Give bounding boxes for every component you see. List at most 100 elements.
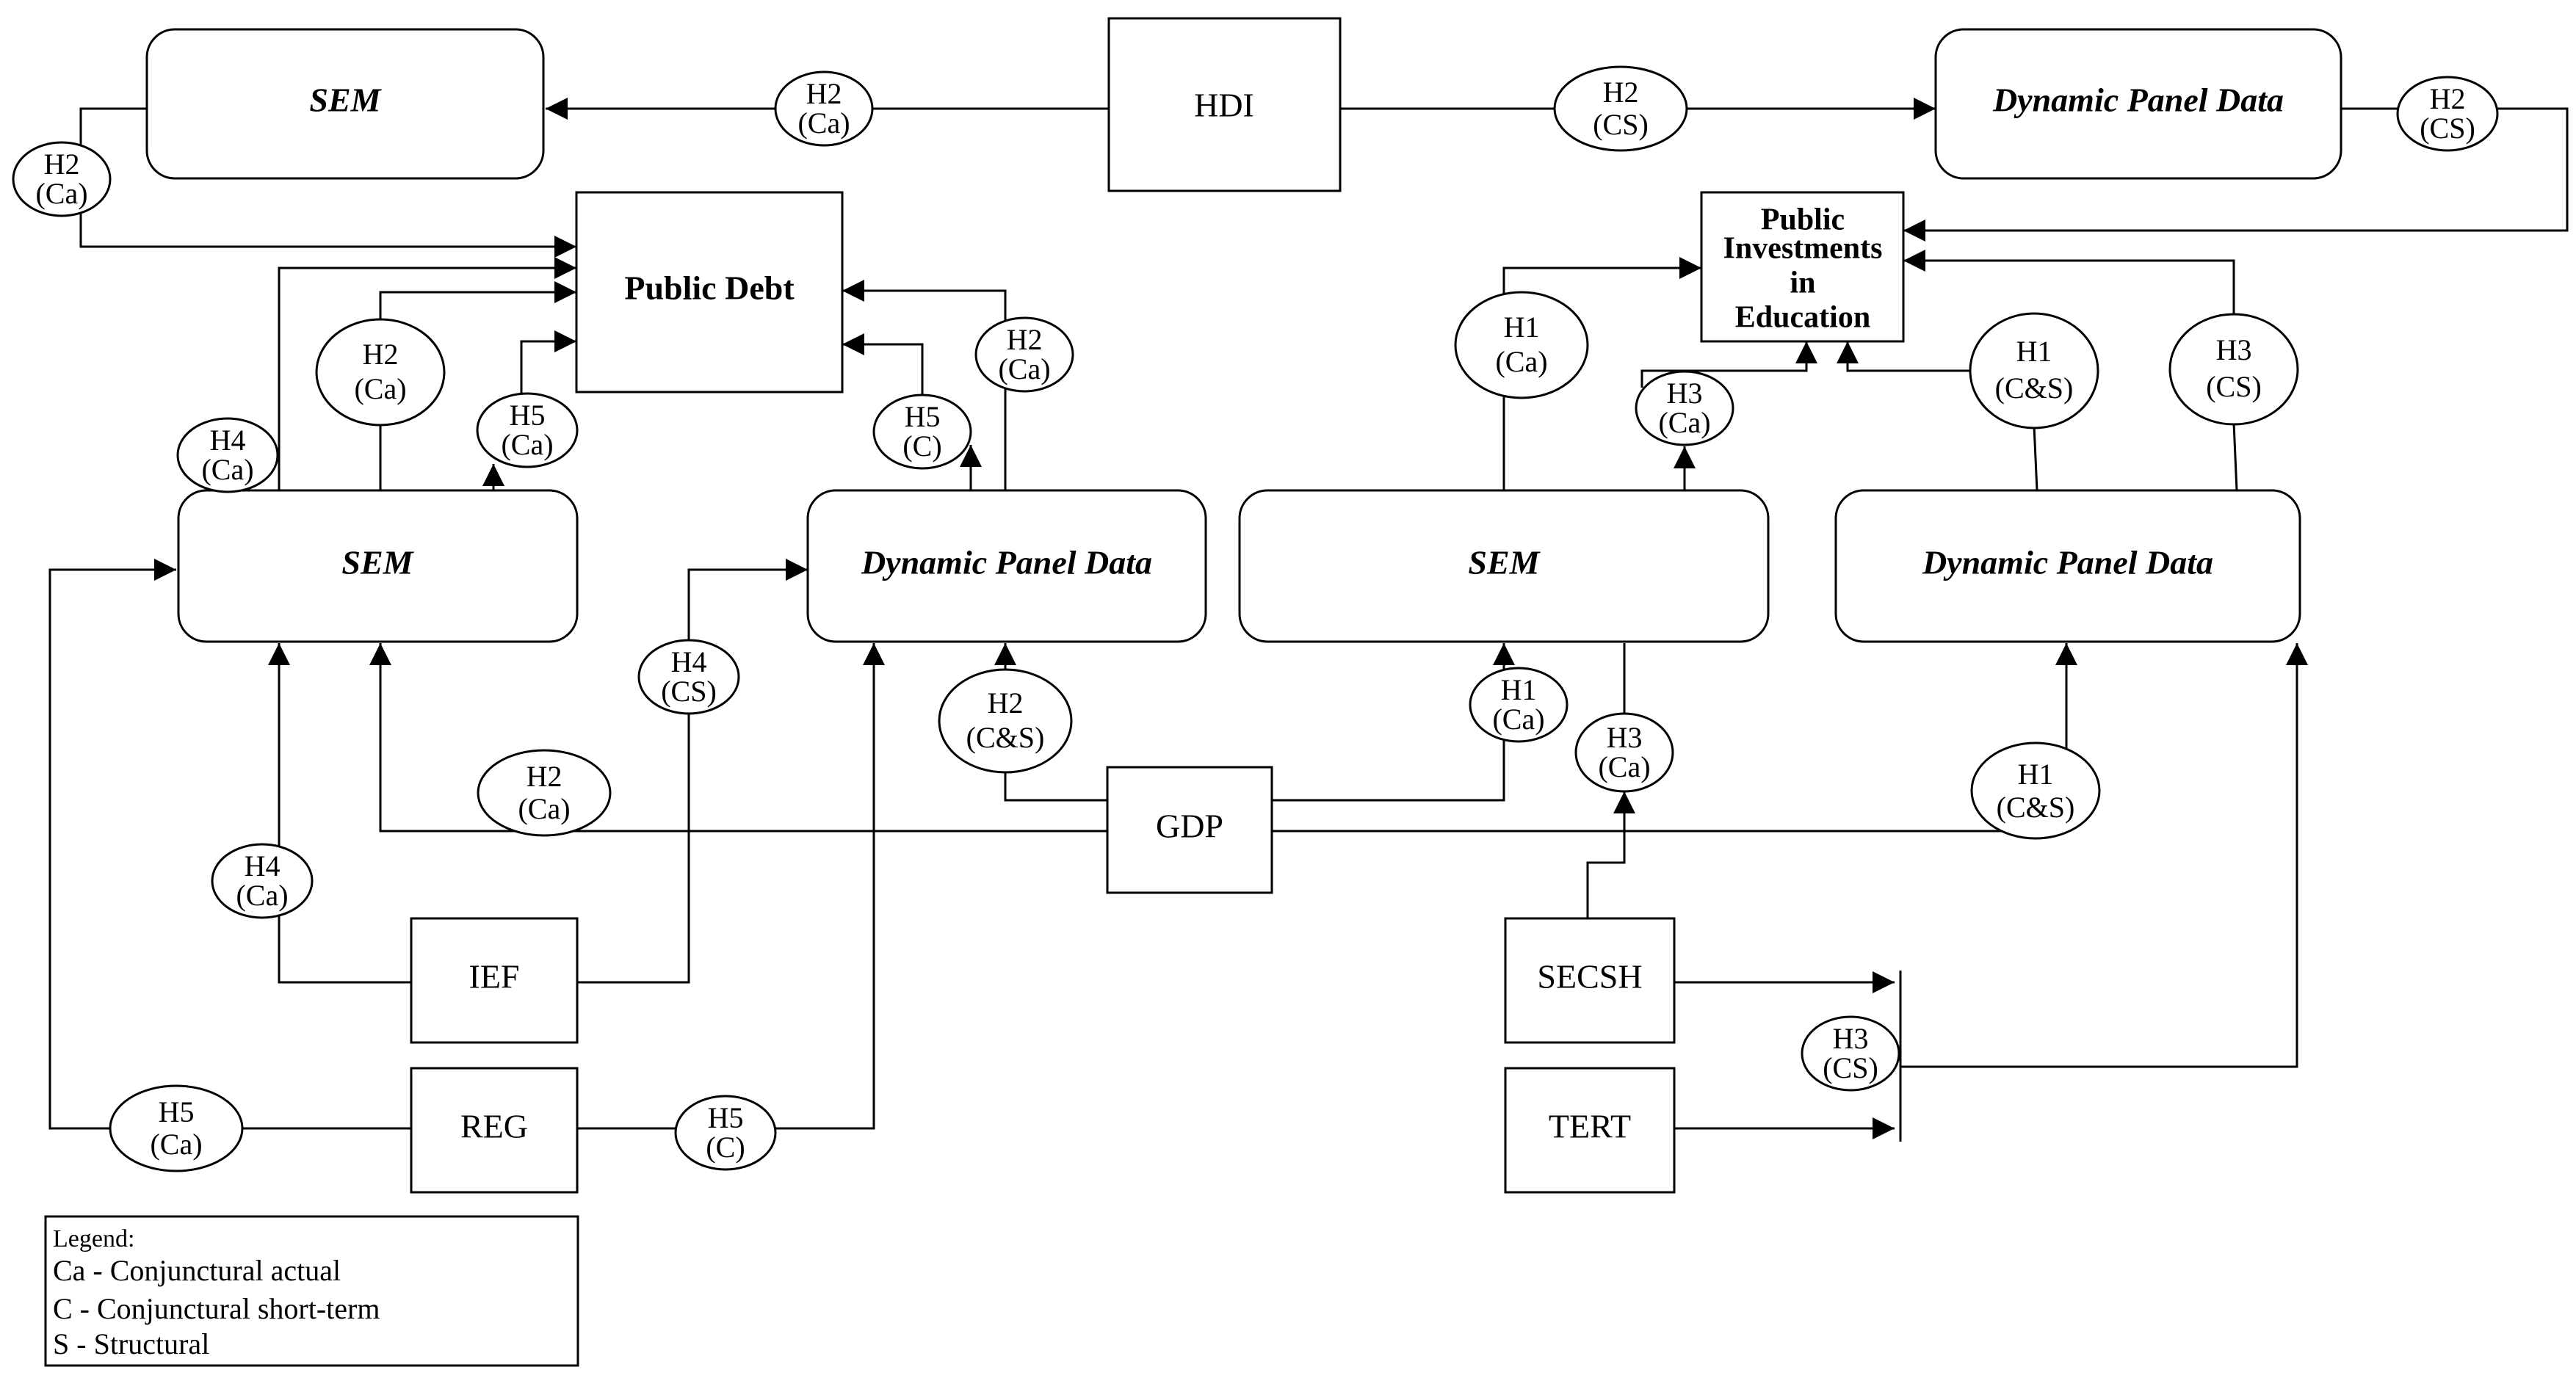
hypothesis-badge: H1 (C&S) [1970, 741, 2101, 840]
hypothesis-badge: H5 (Ca) [476, 392, 579, 468]
node-pie-line-4: Education [1735, 301, 1870, 335]
legend-item: Ca - Conjunctural actual [53, 1254, 341, 1287]
hypothesis-code: H1 [1504, 311, 1540, 344]
hypothesis-badge: H3 (Ca) [1635, 370, 1734, 446]
node-gdp: GDP [1106, 766, 1273, 894]
node-ief: IEF [410, 917, 579, 1044]
node-dpd-top-label: Dynamic Panel Data [1992, 81, 2284, 119]
hypothesis-type: (Ca) [1495, 345, 1547, 378]
hypothesis-badge: H4 (Ca) [211, 843, 314, 919]
hypothesis-type: (Ca) [518, 792, 570, 825]
hypothesis-badge: H1 (C&S) [1969, 312, 2099, 429]
legend-item: C - Conjunctural short-term [53, 1292, 380, 1325]
hypothesis-badge: H4 (Ca) [176, 417, 279, 493]
hypothesis-code: H3 [2216, 333, 2252, 366]
node-sem-right-label: SEM [1468, 544, 1541, 581]
hypothesis-code: H3 [1833, 1022, 1869, 1055]
hypothesis-badge: H2 (Ca) [974, 316, 1074, 393]
hypothesis-code: H2 [44, 148, 80, 181]
node-secsh-label: SECSH [1537, 958, 1642, 996]
hypothesis-type: (CS) [2420, 112, 2475, 145]
hypothesis-type: (CS) [1823, 1051, 1878, 1084]
hypothesis-type: (Ca) [1658, 406, 1710, 439]
hypothesis-type: (CS) [2206, 370, 2262, 403]
hypothesis-type: (C&S) [1997, 791, 2075, 824]
hypothesis-code: H1 [2016, 335, 2052, 368]
hypothesis-type: (CS) [661, 675, 717, 708]
hypothesis-code: H4 [245, 849, 281, 882]
node-pie-line-1: Public [1761, 203, 1845, 237]
node-hdi: HDI [1107, 17, 1342, 192]
hypothesis-badge: H5 (C) [674, 1095, 777, 1171]
node-dpd-top: Dynamic Panel Data [1934, 28, 2342, 180]
node-pie-line-3: in [1790, 266, 1815, 300]
node-sem-right: SEM [1238, 489, 1770, 643]
hypothesis-code: H2 [527, 760, 562, 793]
hypothesis-code: H2 [1603, 76, 1639, 109]
hypothesis-code: H2 [363, 338, 399, 371]
legend-title: Legend: [53, 1225, 134, 1252]
hypothesis-code: H4 [210, 424, 246, 457]
hypothesis-badge: H4 (CS) [637, 639, 740, 715]
hypothesis-badge: H5 (Ca) [109, 1084, 244, 1172]
node-gdp-label: GDP [1156, 808, 1223, 845]
hypothesis-type: (Ca) [201, 453, 253, 486]
hypothesis-badges: H2 (Ca) H2 (Ca) H2 (CS) H2 (CS) H2 (Ca) … [12, 65, 2499, 1172]
hypothesis-badge: H1 (Ca) [1469, 667, 1569, 743]
hypothesis-type: (Ca) [501, 428, 553, 461]
hypothesis-type: (Ca) [998, 352, 1050, 385]
hypothesis-code: H2 [1007, 323, 1043, 356]
node-hdi-label: HDI [1194, 87, 1254, 124]
hypothesis-type: (CS) [1593, 108, 1649, 141]
hypothesis-type: (C) [902, 429, 941, 463]
node-dpd-left: Dynamic Panel Data [806, 489, 1207, 643]
node-public-investments-education: Public Investments in Education [1700, 191, 1905, 343]
node-reg-label: REG [460, 1108, 528, 1145]
node-public-debt: Public Debt [575, 191, 844, 394]
hypothesis-code: H5 [510, 399, 546, 432]
hypothesis-badge: H3 (Ca) [1574, 712, 1674, 793]
hypothesis-code: H2 [806, 77, 842, 110]
hypothesis-badge: H5 (C) [872, 394, 972, 470]
node-pie-line-2: Investments [1723, 232, 1883, 266]
node-ief-label: IEF [469, 958, 520, 996]
node-tert: TERT [1504, 1067, 1676, 1194]
hypothesis-type: (C) [706, 1131, 745, 1164]
node-dpd-right-label: Dynamic Panel Data [1922, 544, 2213, 581]
hypothesis-badge: H2 (Ca) [315, 318, 446, 427]
hypothesis-badge: H2 (CS) [1553, 65, 1688, 152]
node-public-debt-label: Public Debt [624, 269, 795, 307]
hypothesis-badge: H2 (Ca) [12, 141, 112, 217]
node-secsh: SECSH [1504, 917, 1676, 1044]
hypothesis-type: (Ca) [797, 106, 850, 139]
legend: Legend: Ca - Conjunctural actual C - Con… [44, 1215, 579, 1367]
hypothesis-code: H3 [1607, 721, 1643, 754]
hypothesis-code: H3 [1667, 377, 1703, 410]
node-sem-left-label: SEM [341, 544, 414, 581]
hypothesis-code: H2 [2430, 82, 2466, 115]
hypothesis-code: H5 [708, 1101, 744, 1134]
node-sem-top: SEM [145, 28, 545, 180]
hypothesis-badge: H2 (Ca) [477, 749, 612, 837]
hypothesis-type: (Ca) [150, 1128, 202, 1161]
hypothesis-type: (Ca) [236, 879, 288, 912]
node-sem-top-label: SEM [309, 81, 382, 119]
hypothesis-code: H5 [159, 1095, 195, 1128]
hypothesis-code: H1 [1501, 673, 1537, 706]
hypothesis-type: (C&S) [1995, 371, 2074, 405]
hypothesis-badge: H2 (Ca) [774, 70, 874, 147]
hypothesis-code: H5 [905, 400, 941, 433]
node-sem-left: SEM [177, 489, 579, 643]
hypothesis-type: (Ca) [35, 177, 87, 210]
hypothesis-badge: H2 (C&S) [938, 668, 1073, 774]
hypothesis-type: (Ca) [354, 372, 406, 405]
node-reg: REG [410, 1067, 579, 1194]
hypothesis-code: H2 [988, 686, 1024, 719]
node-dpd-left-label: Dynamic Panel Data [861, 544, 1152, 581]
hypothesis-badge: H2 (CS) [2396, 76, 2499, 152]
node-tert-label: TERT [1549, 1108, 1631, 1145]
legend-item: S - Structural [53, 1327, 209, 1360]
hypothesis-code: H4 [671, 645, 707, 678]
hypothesis-badge: H3 (CS) [2168, 313, 2299, 426]
hypothesis-type: (Ca) [1492, 703, 1544, 736]
